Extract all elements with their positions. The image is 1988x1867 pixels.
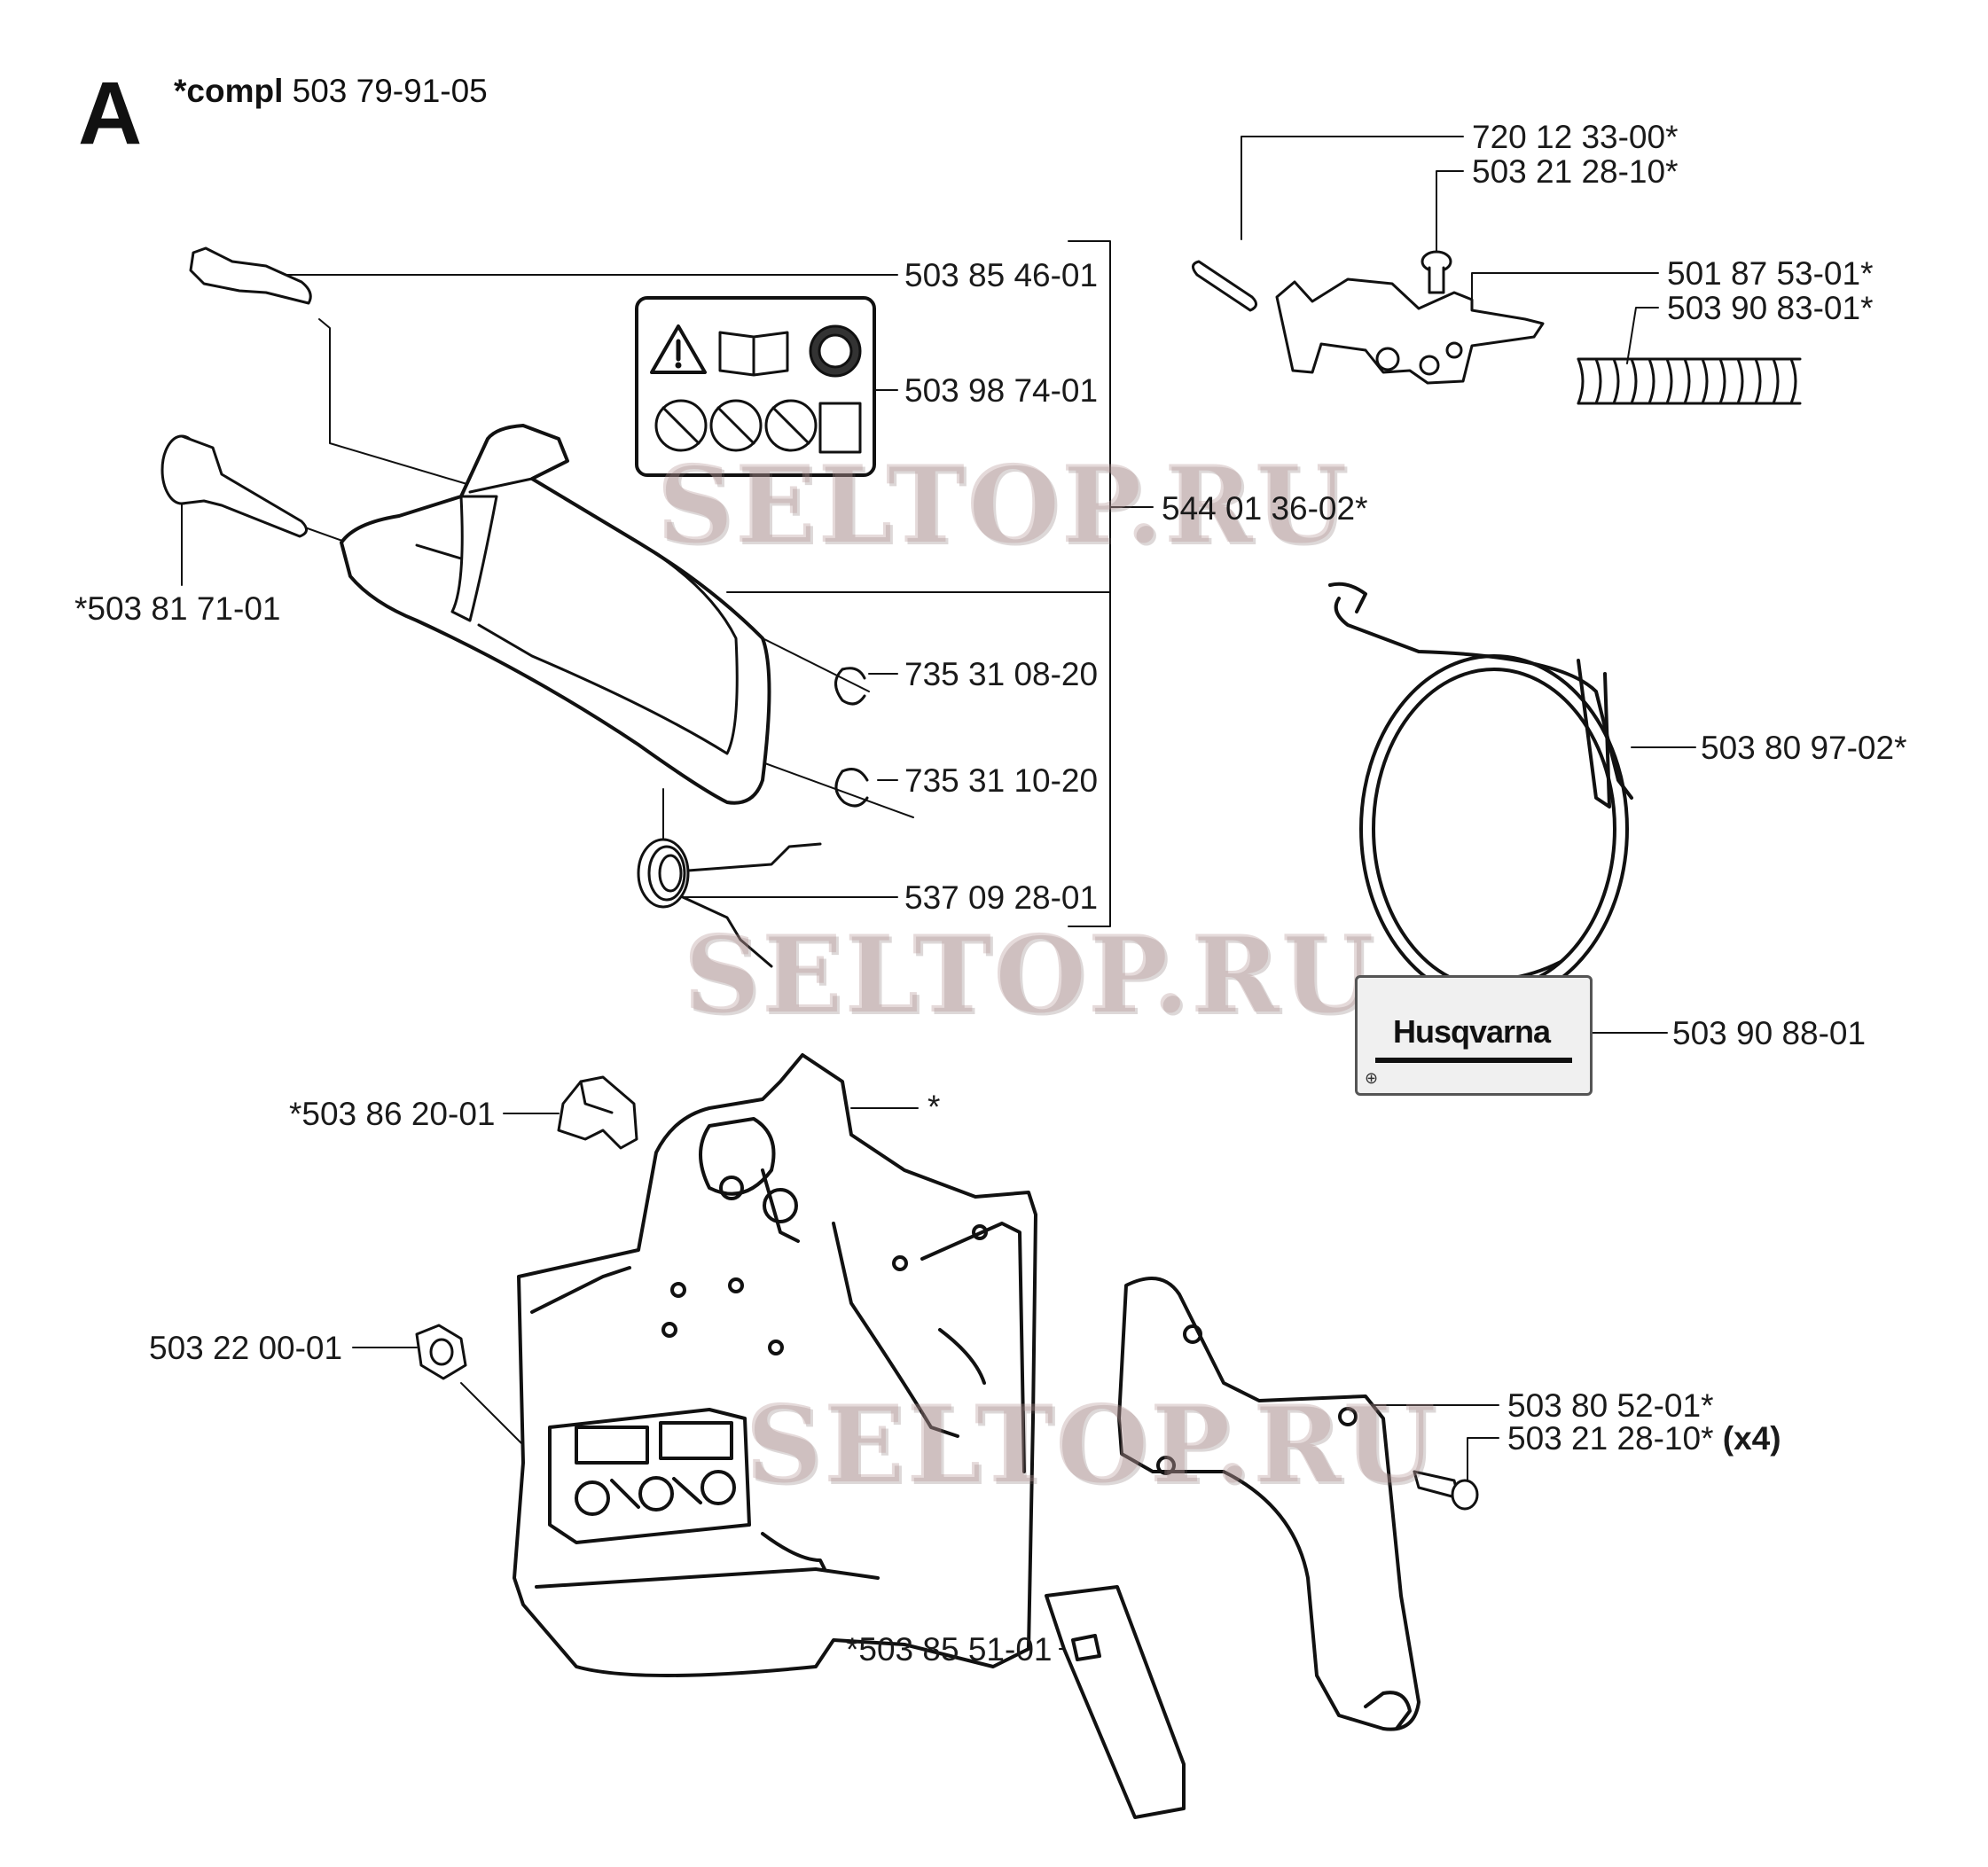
- part-label[interactable]: 503 90 88-01: [1672, 1015, 1867, 1051]
- part-label[interactable]: 537 09 28-01: [904, 879, 1099, 916]
- part-label[interactable]: 503 21 28-10* (x4): [1507, 1422, 1781, 1455]
- circlip-large-part: [834, 768, 869, 808]
- assembly-header: *compl 503 79-91-05: [174, 74, 488, 107]
- assembly-number: 503 79-91-05: [292, 73, 488, 109]
- part-label[interactable]: 503 85 46-01: [904, 257, 1099, 293]
- part-label[interactable]: *503 86 20-01: [289, 1096, 496, 1132]
- part-label[interactable]: 720 12 33-00*: [1472, 119, 1679, 155]
- coil-spring-part: [1577, 357, 1802, 405]
- brand-logo-text: Husqvarna: [1393, 1013, 1551, 1050]
- hand-guard-part: [340, 424, 771, 805]
- part-label[interactable]: 501 87 53-01*: [1667, 255, 1874, 292]
- part-number: 503 21 28-10*: [1507, 1420, 1714, 1457]
- safety-label-part: [635, 296, 876, 477]
- quantity-badge: (x4): [1722, 1420, 1781, 1457]
- brand-underline: [1375, 1058, 1572, 1063]
- watermark: SELTOP.RU: [656, 442, 1350, 567]
- screw-x4-part: [1413, 1470, 1479, 1511]
- circlip-small-part: [834, 667, 866, 706]
- part-label[interactable]: *: [927, 1089, 941, 1125]
- part-label[interactable]: *503 81 71-01: [74, 590, 281, 627]
- part-label[interactable]: 503 80 97-02*: [1701, 730, 1907, 766]
- chain-catcher-part: [1275, 277, 1545, 385]
- part-label[interactable]: 503 98 74-01: [904, 372, 1099, 409]
- hex-nut-part: [415, 1324, 467, 1380]
- screw-top-part: [1421, 250, 1452, 294]
- part-label[interactable]: 544 01 36-02*: [1162, 490, 1368, 527]
- bushing-bolt-part: [160, 434, 308, 538]
- watermark: SELTOP.RU: [683, 912, 1376, 1037]
- brand-plate-part: Husqvarna ⊕: [1355, 975, 1593, 1096]
- section-letter: A: [78, 64, 143, 163]
- part-label[interactable]: 503 21 28-10*: [1472, 153, 1679, 190]
- bolt-part: [189, 246, 312, 305]
- sleeve-part: [557, 1075, 638, 1150]
- watermark: SELTOP.RU: [745, 1382, 1438, 1507]
- pin-part: [1192, 260, 1257, 312]
- part-label[interactable]: 503 22 00-01: [149, 1330, 343, 1366]
- cover-plate-part: [1117, 1277, 1421, 1731]
- part-label[interactable]: 503 90 83-01*: [1667, 290, 1874, 326]
- assembly-prefix: *compl: [174, 73, 284, 109]
- part-label[interactable]: 503 80 52-01*: [1507, 1387, 1714, 1424]
- torsion-spring-part: [637, 838, 822, 968]
- clutch-cover-part: [513, 1053, 1037, 1677]
- part-label[interactable]: 735 31 10-20: [904, 762, 1099, 799]
- part-label[interactable]: 735 31 08-20: [904, 656, 1099, 692]
- crosshair-icon: ⊕: [1365, 1069, 1379, 1087]
- guide-plate-part: [1045, 1585, 1186, 1819]
- part-label[interactable]: *503 85 51-01: [846, 1631, 1053, 1668]
